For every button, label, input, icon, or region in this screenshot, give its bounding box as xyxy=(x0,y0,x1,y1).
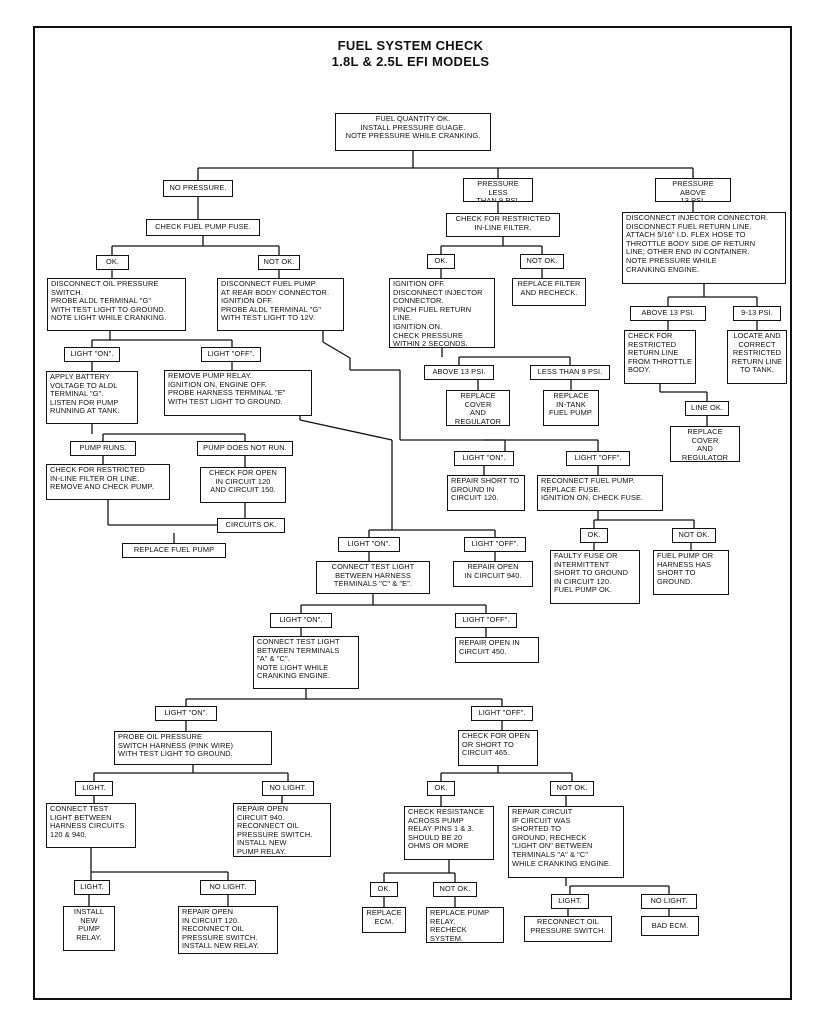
node-no-light-6: NO LIGHT. xyxy=(262,781,314,796)
node-res-ok: OK. xyxy=(370,882,398,897)
node-range-9-13: 9-13 psi. xyxy=(733,306,781,321)
node-probe-oil: PROBE OIL PRESSURE SWITCH HARNESS (PINK … xyxy=(114,731,272,765)
node-connect-ce: CONNECT TEST LIGHT BETWEEN HARNESS TERMI… xyxy=(316,561,430,594)
connector-line xyxy=(299,419,393,441)
title-line-2: 1.8L & 2.5L EFI MODELS xyxy=(331,54,490,69)
node-reconnect-pump: RECONNECT FUEL PUMP. REPLACE FUSE. IGNIT… xyxy=(537,475,663,511)
node-install-relay: INSTALL NEW PUMP RELAY. xyxy=(63,906,115,951)
node-remove-relay: REMOVE PUMP RELAY. IGNITION ON, ENGINE O… xyxy=(164,370,312,416)
node-fuse2-not-ok: NOT OK. xyxy=(672,528,716,543)
node-connect-120-940: CONNECT TEST LIGHT BETWEEN HARNESS CIRCU… xyxy=(46,803,136,848)
node-replace-intank: REPLACE IN-TANK FUEL PUMP. xyxy=(543,390,599,426)
node-fuse-ok: OK. xyxy=(96,255,129,270)
node-replace-cover-2: REPLACE COVER AND REGULATOR ASSEMBLY. xyxy=(670,426,740,462)
node-no-light-8: NO LIGHT. xyxy=(641,894,697,909)
node-replace-pump: REPLACE FUEL PUMP xyxy=(122,543,226,558)
node-reconnect-oil: RECONNECT OIL PRESSURE SWITCH. xyxy=(524,916,612,942)
node-ignition-off: IGNITION OFF. DISCONNECT INJECTOR CONNEC… xyxy=(389,278,495,348)
node-line-ok: LINE OK. xyxy=(685,401,729,416)
node-light-on-5: LIGHT "ON". xyxy=(155,706,217,721)
node-replace-pump-relay: REPLACE PUMP RELAY. RECHECK SYSTEM. xyxy=(426,907,504,943)
node-light-off-1: LIGHT "OFF". xyxy=(201,347,261,362)
node-check-restricted-filter: CHECK FOR RESTRICTED IN-LINE FILTER. xyxy=(446,213,560,237)
node-light-on-2: LIGHT "ON". xyxy=(454,451,514,466)
node-light-off-2: LIGHT "OFF". xyxy=(566,451,630,466)
node-pressure-above: PRESSURE ABOVE 13 psi. xyxy=(655,178,731,202)
node-apply-battery: APPLY BATTERY VOLTAGE TO ALDL TERMINAL "… xyxy=(46,371,138,424)
node-repair-circuit: REPAIR CIRCUIT IF CIRCUIT WAS SHORTED TO… xyxy=(508,806,624,878)
node-replace-ecm: REPLACE ECM. xyxy=(362,907,406,933)
node-pump-runs: PUMP RUNS. xyxy=(70,441,136,456)
diagram-border xyxy=(33,26,792,1000)
node-repair-450: REPAIR OPEN IN CIRCUIT 450. xyxy=(455,637,539,663)
node-light-on-4: LIGHT "ON". xyxy=(270,613,332,628)
node-light-off-4: LIGHT "OFF". xyxy=(455,613,517,628)
node-replace-filter: REPLACE FILTER AND RECHECK. xyxy=(512,278,586,306)
node-repair-open-120: REPAIR OPEN IN CIRCUIT 120. RECONNECT OI… xyxy=(178,906,278,954)
diagram-title: FUEL SYSTEM CHECK 1.8L & 2.5L EFI MODELS xyxy=(0,38,821,70)
title-line-1: FUEL SYSTEM CHECK xyxy=(337,38,484,53)
node-ok-465: OK. xyxy=(427,781,455,796)
node-not-ok-465: NOT OK. xyxy=(550,781,594,796)
node-disconnect-oil: DISCONNECT OIL PRESSURE SWITCH. PROBE AL… xyxy=(47,278,186,331)
node-pump-not-run: PUMP DOES NOT RUN. xyxy=(197,441,293,456)
node-no-pressure: NO PRESSURE. xyxy=(163,180,233,197)
node-above-13-right: ABOVE 13 psi. xyxy=(630,306,706,321)
node-connect-ac: CONNECT TEST LIGHT BETWEEN TERMINALS "A"… xyxy=(253,636,359,689)
node-filter-ok: OK. xyxy=(427,254,455,269)
node-pressure-less: PRESSURE LESS THAN 9 psi. xyxy=(463,178,533,202)
node-locate-correct: LOCATE AND CORRECT RESTRICTED RETURN LIN… xyxy=(727,330,787,384)
node-light-off-5: LIGHT "OFF". xyxy=(471,706,533,721)
node-disconnect-pump: DISCONNECT FUEL PUMP AT REAR BODY CONNEC… xyxy=(217,278,344,331)
node-check-open-120-150: CHECK FOR OPEN IN CIRCUIT 120 AND CIRCUI… xyxy=(200,467,286,503)
node-disconnect-injector-right: DISCONNECT INJECTOR CONNECTOR. DISCONNEC… xyxy=(622,212,786,284)
node-start: FUEL QUANTITY OK. INSTALL PRESSURE GUAGE… xyxy=(335,113,491,151)
node-bad-ecm: BAD ECM. xyxy=(641,916,699,936)
node-less-9-mid: LESS THAN 9 psi. xyxy=(530,365,610,380)
node-faulty-fuse: FAULTY FUSE OR INTERMITTENT SHORT TO GRO… xyxy=(550,550,640,604)
node-light-on-1: LIGHT "ON". xyxy=(64,347,120,362)
node-repair-short: REPAIR SHORT TO GROUND IN CIRCUIT 120. xyxy=(447,475,525,511)
node-fuel-pump-harness: FUEL PUMP OR HARNESS HAS SHORT TO GROUND… xyxy=(653,550,729,595)
node-circuits-ok: CIRCUITS OK. xyxy=(217,518,285,533)
node-light-off-3: LIGHT "OFF". xyxy=(464,537,526,552)
node-light-8: LIGHT. xyxy=(551,894,589,909)
node-check-restricted-return: CHECK FOR RESTRICTED RETURN LINE FROM TH… xyxy=(624,330,696,384)
node-filter-not-ok: NOT OK. xyxy=(520,254,564,269)
node-check-restricted-inline: CHECK FOR RESTRICTED IN-LINE FILTER OR L… xyxy=(46,464,170,500)
node-repair-940: REPAIR OPEN IN CIRCUIT 940. xyxy=(453,561,533,587)
node-fuse-not-ok: NOT OK. xyxy=(258,255,300,270)
connector-line xyxy=(322,341,351,359)
node-above-13-mid: ABOVE 13 psi. xyxy=(424,365,494,380)
node-light-on-3: LIGHT "ON". xyxy=(338,537,400,552)
node-check-fuse: CHECK FUEL PUMP FUSE. xyxy=(146,219,260,236)
node-light-6: LIGHT. xyxy=(75,781,113,796)
node-fuse2-ok: OK. xyxy=(580,528,608,543)
node-replace-cover-1: REPLACE COVER AND REGULATOR ASSEMBLY. xyxy=(446,390,510,426)
node-no-light-7: NO LIGHT. xyxy=(200,880,256,895)
node-check-resistance: CHECK RESISTANCE ACROSS PUMP RELAY PINS … xyxy=(404,806,494,860)
node-res-not-ok: NOT OK. xyxy=(433,882,477,897)
node-check-465: CHECK FOR OPEN OR SHORT TO CIRCUIT 465. xyxy=(458,730,538,766)
node-repair-open-940: REPAIR OPEN CIRCUIT 940. RECONNECT OIL P… xyxy=(233,803,331,857)
node-light-7: LIGHT. xyxy=(74,880,110,895)
